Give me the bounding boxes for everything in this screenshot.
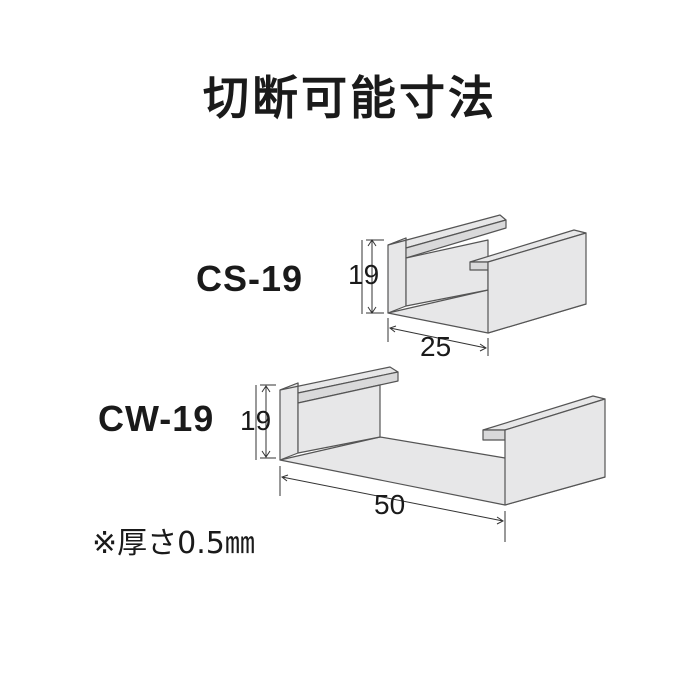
cs19-width-label: 25 bbox=[420, 331, 451, 362]
cw19-left-wall bbox=[279, 382, 299, 461]
model-label-cw19: CW-19 bbox=[98, 398, 215, 439]
cw19-left-lip-fold bbox=[297, 371, 399, 404]
cw19-height-arrow-down bbox=[261, 450, 271, 458]
cs19-height-label: 19 bbox=[348, 259, 379, 290]
cs19-right-wall bbox=[487, 232, 587, 334]
cw19-width-arrow-left bbox=[280, 474, 289, 482]
model-label-cs19: CS-19 bbox=[196, 258, 304, 299]
cs19-width-arrow-right bbox=[479, 343, 487, 352]
cs19-left-wall bbox=[387, 237, 407, 314]
cw19-inner-wall bbox=[297, 384, 381, 454]
cw19-right-lip-fold bbox=[482, 429, 506, 441]
cw19-right-wall bbox=[504, 398, 606, 506]
cw19-width-label: 50 bbox=[374, 489, 405, 520]
cs19-width-arrow-left bbox=[388, 325, 397, 333]
cw19-width-arrow-right bbox=[496, 516, 504, 525]
cw19-height-arrow-up bbox=[261, 385, 271, 393]
cs19-width-line bbox=[389, 327, 487, 349]
page-title: 切断可能寸法 bbox=[203, 71, 497, 125]
cs19-right-lip-fold bbox=[469, 261, 489, 271]
cw19-channel-drawing bbox=[279, 366, 606, 506]
cs19-left-lip-fold bbox=[405, 219, 507, 259]
cw19-height-label: 19 bbox=[240, 405, 271, 436]
cs19-channel-drawing bbox=[387, 214, 587, 334]
thickness-note: ※厚さ0.5㎜ bbox=[92, 526, 255, 561]
cw19-width-line bbox=[281, 476, 504, 522]
